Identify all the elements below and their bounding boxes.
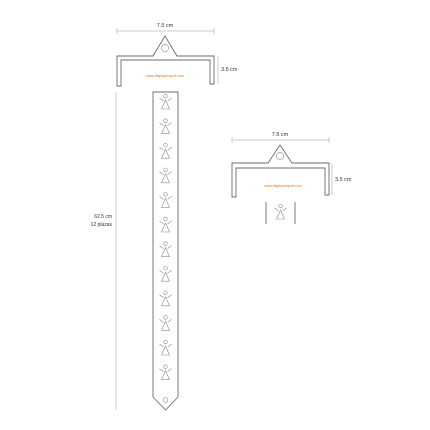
hook-tab: [161, 271, 170, 282]
hook-hole: [163, 118, 168, 123]
main-header-outline: [116, 35, 215, 87]
hook-hole: [163, 143, 168, 148]
hook-wings: [159, 146, 172, 151]
hook-hole: [163, 192, 168, 197]
hook-wings: [159, 122, 172, 126]
hook-tab: [161, 320, 170, 331]
hook-hole: [163, 290, 168, 295]
hook-tab: [161, 173, 170, 184]
hook-tab: [161, 197, 170, 208]
main-strip-outline: [152, 91, 179, 411]
hook-wings: [159, 343, 172, 348]
hook-tab: [161, 345, 170, 356]
hook-slot: [159, 241, 172, 257]
hook-tab: [276, 209, 285, 220]
hook-tab: [161, 123, 170, 134]
hook-hole: [163, 167, 168, 172]
main-brand-label: www.displayimport.com: [146, 74, 184, 78]
detail-header-outline: [231, 144, 330, 198]
hook-slot: [159, 93, 172, 110]
main-strip-bottom-hole: [162, 397, 169, 403]
hook-tab: [161, 369, 170, 380]
detail-header-card: 7.5 cm www.displayimport.com 3.5 cm: [231, 132, 352, 224]
hook-hole: [163, 93, 168, 99]
hook-hole: [163, 216, 168, 222]
hook-hole: [163, 339, 168, 345]
detail-brand-label: www.displayimport.com: [264, 184, 302, 188]
hook-wings: [159, 269, 172, 274]
main-height-label: 3.5 cm: [221, 67, 238, 73]
main-header-card: 7.5 cm www.displayimport.com 3.5 cm: [116, 23, 238, 87]
hook-wings: [159, 245, 172, 249]
main-header-hole: [161, 44, 169, 52]
main-width-label: 7.5 cm: [157, 23, 174, 29]
detail-header-hole: [276, 152, 284, 160]
hook-wings: [159, 97, 172, 102]
hook-wings: [159, 368, 172, 372]
hook-tab: [161, 296, 170, 307]
hook-hole: [163, 266, 168, 271]
main-strip: 62.5 cm 12 plazas: [91, 91, 179, 411]
hook-hole: [163, 241, 168, 246]
hook-slot: [159, 216, 172, 233]
hook-slot: [159, 290, 172, 307]
hook-slot: [274, 203, 287, 220]
hook-hole: [163, 364, 168, 369]
hook-slot: [159, 364, 172, 380]
hook-slot: [159, 266, 172, 282]
hook-slot: [159, 192, 172, 208]
hook-wings: [159, 294, 172, 299]
hook-slot: [159, 339, 172, 356]
main-places-label: 12 plazas: [91, 222, 113, 228]
hook-slot: [159, 118, 172, 134]
hook-slot: [159, 315, 172, 331]
hook-tab: [161, 99, 170, 110]
detail-width-label: 7.5 cm: [272, 132, 289, 138]
hook-wings: [159, 196, 172, 200]
detail-strip-hooks: [274, 203, 287, 220]
hook-slot: [159, 143, 172, 159]
detail-height-label: 3.5 cm: [335, 177, 352, 183]
hook-hole: [163, 315, 168, 320]
main-length-label: 62.5 cm: [94, 214, 112, 220]
hook-wings: [159, 171, 172, 176]
main-strip-hooks: [159, 93, 172, 380]
hook-wings: [274, 207, 287, 212]
hook-tab: [161, 222, 170, 233]
hook-wings: [159, 220, 172, 225]
hook-wings: [159, 319, 172, 323]
hook-tab: [161, 148, 170, 159]
hook-tab: [161, 246, 170, 257]
hook-hole: [278, 203, 283, 209]
hook-slot: [159, 167, 172, 184]
